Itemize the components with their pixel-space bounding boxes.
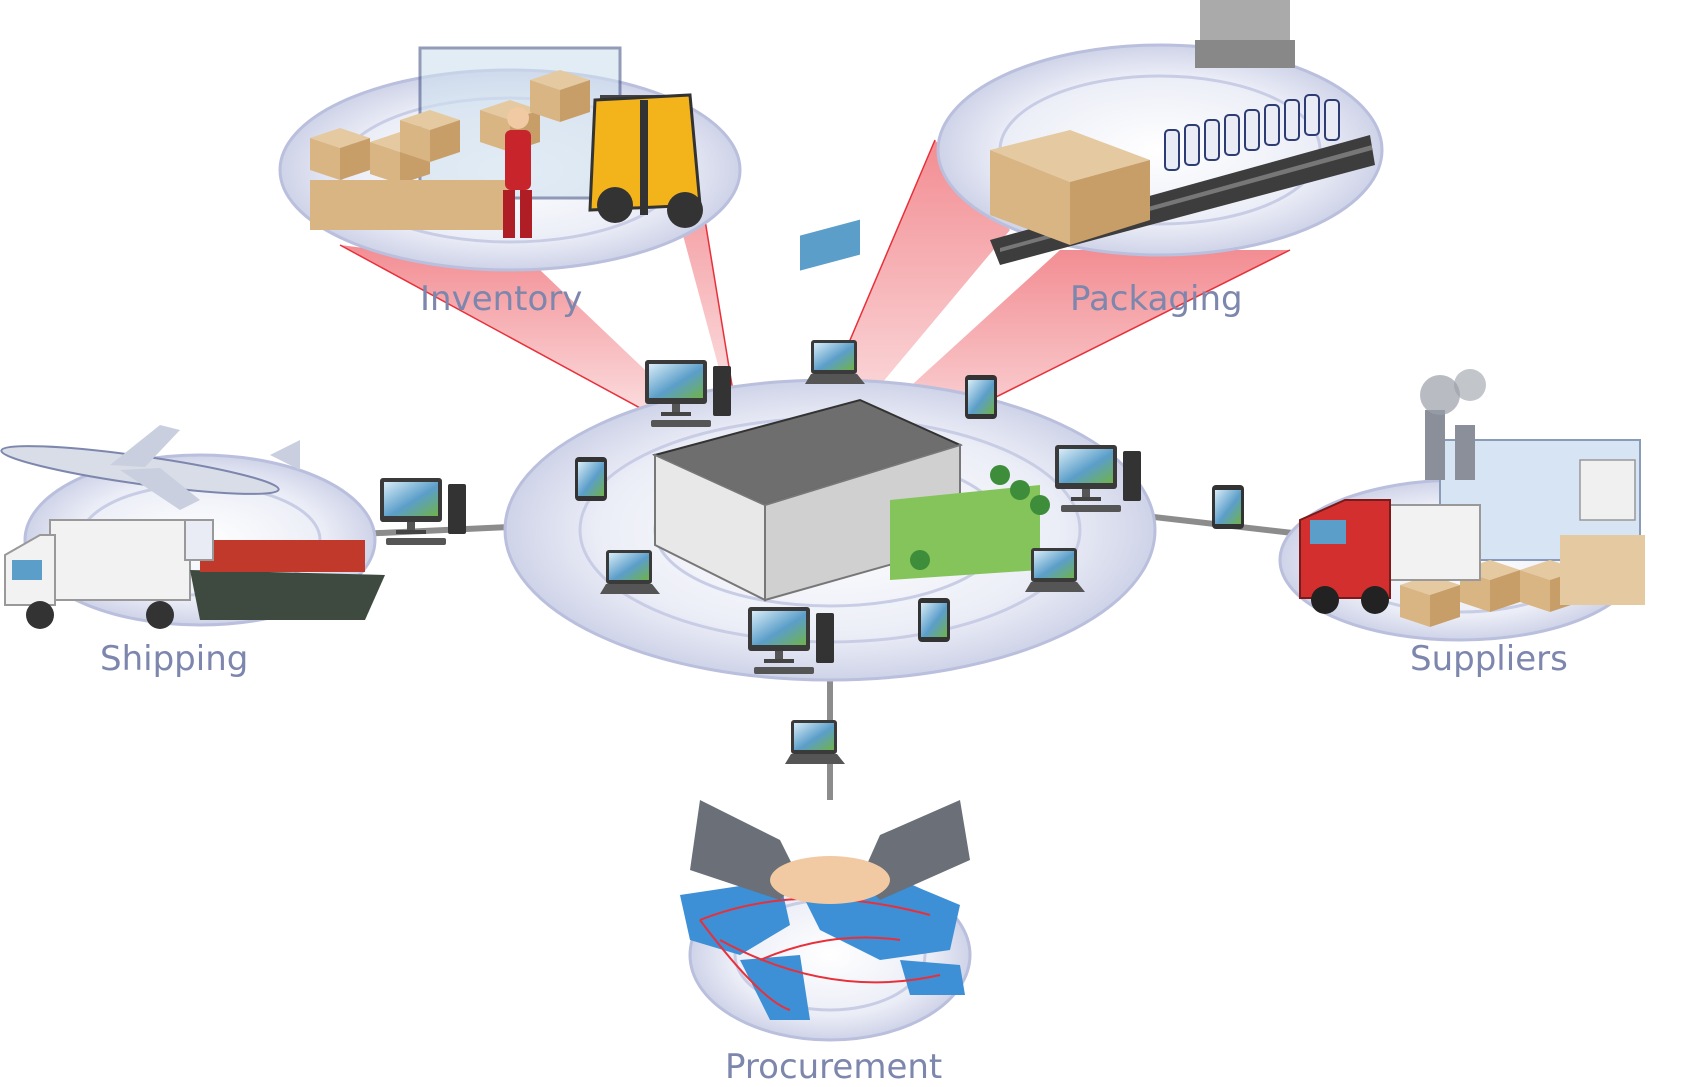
tablet-icon[interactable] <box>965 375 997 419</box>
hub-node <box>503 219 1157 682</box>
airplane-icon <box>0 425 300 510</box>
procurement-label: Procurement <box>725 1047 942 1087</box>
laptop-icon[interactable] <box>600 550 660 594</box>
tablet-icon[interactable] <box>918 598 950 642</box>
shipping-label: Shipping <box>100 639 248 679</box>
procurement-laptop-icon[interactable] <box>785 720 845 764</box>
laptop-icon[interactable] <box>805 340 865 384</box>
suppliers-label: Suppliers <box>1410 639 1568 679</box>
suppliers-node: Suppliers <box>1278 369 1645 679</box>
procurement-node: Procurement <box>680 800 972 1087</box>
tablet-icon[interactable] <box>575 457 607 501</box>
worker-icon <box>503 107 532 238</box>
warehouse-icon <box>652 219 1050 602</box>
packaging-label: Packaging <box>1070 279 1243 319</box>
handshake-icon <box>690 800 970 904</box>
suppliers-tablet-icon[interactable] <box>1212 485 1244 529</box>
filling-machine-icon <box>1195 0 1295 68</box>
laptop-icon[interactable] <box>1025 548 1085 592</box>
cardboard-box-icon <box>990 130 1150 245</box>
shipping-node: Shipping <box>0 425 385 679</box>
inventory-node: Inventory <box>278 46 742 319</box>
truck-icon <box>4 519 191 629</box>
packaging-node: Packaging <box>936 0 1384 319</box>
cargo-ship-icon <box>184 519 385 620</box>
supplier-boxes-icon <box>1400 535 1645 627</box>
forklift-icon <box>588 93 703 228</box>
cardboard-boxes-icon <box>310 70 590 230</box>
truck-icon <box>1299 499 1481 614</box>
inventory-label: Inventory <box>420 279 582 319</box>
bottles-icon <box>1164 94 1340 171</box>
